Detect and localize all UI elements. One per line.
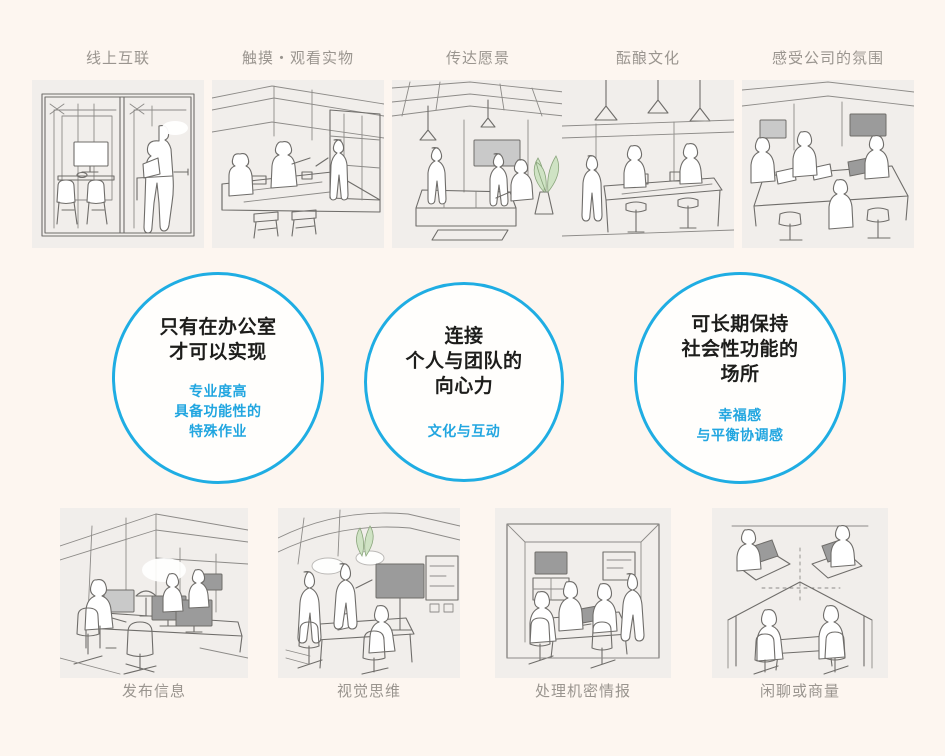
circle-2-heading-line-3: 向心力 bbox=[434, 375, 494, 397]
circle-1-sub-line-3: 特殊作业 bbox=[189, 423, 247, 439]
sketch-cafe-counter bbox=[562, 80, 734, 248]
caption-top-1: 线上互联 bbox=[85, 50, 150, 67]
sketch-meeting-room-confidential bbox=[495, 508, 671, 678]
circle-connection: 连接 个人与团队的 向心力 文化与互动 bbox=[364, 282, 564, 482]
caption-top-5: 感受公司的氛围 bbox=[771, 50, 884, 67]
circle-1-sub-line-1: 专业度高 bbox=[189, 383, 247, 399]
sketch-booth-chat bbox=[712, 508, 888, 678]
circle-2-sub-line-1: 文化与互动 bbox=[427, 422, 501, 439]
sketch-showroom-products bbox=[212, 80, 384, 248]
sketch-whiteboard-workshop bbox=[278, 508, 460, 678]
circle-3-heading-line-3: 场所 bbox=[720, 363, 760, 385]
sketch-open-office-collab bbox=[742, 80, 914, 248]
circle-1-subtext: 专业度高 具备功能性的 特殊作业 bbox=[175, 381, 262, 441]
caption-bottom-4: 闲聊或商量 bbox=[759, 683, 840, 700]
circle-2-subtext: 文化与互动 bbox=[428, 421, 501, 441]
circle-1-heading-line-2: 才可以实现 bbox=[169, 342, 267, 363]
caption-bottom-3: 处理机密情报 bbox=[534, 683, 631, 700]
circle-2-heading-line-2: 个人与团队的 bbox=[405, 350, 523, 372]
caption-top-3: 传达愿景 bbox=[445, 50, 510, 67]
circle-1-heading: 只有在办公室 才可以实现 bbox=[159, 315, 276, 365]
circle-1-sub-line-2: 具备功能性的 bbox=[174, 403, 262, 419]
caption-top-2: 触摸・观看实物 bbox=[241, 50, 354, 67]
caption-top-4: 酝酿文化 bbox=[615, 50, 680, 67]
circle-social-function: 可长期保持 社会性功能的 场所 幸福感 与平衡协调感 bbox=[634, 272, 846, 484]
sketch-video-booths bbox=[32, 80, 204, 248]
sketch-lounge-presentation bbox=[392, 80, 564, 248]
circle-2-heading: 连接 个人与团队的 向心力 bbox=[405, 324, 522, 399]
circle-3-heading-line-2: 社会性功能的 bbox=[681, 338, 799, 360]
circle-3-sub-line-1: 幸福感 bbox=[718, 406, 762, 423]
caption-bottom-2: 视觉思维 bbox=[336, 683, 401, 700]
circle-3-subtext: 幸福感 与平衡协调感 bbox=[697, 405, 784, 445]
circle-3-sub-line-2: 与平衡协调感 bbox=[696, 426, 784, 443]
circle-2-heading-line-1: 连接 bbox=[444, 325, 484, 347]
caption-bottom-1: 发布信息 bbox=[121, 683, 186, 700]
circle-office-only: 只有在办公室 才可以实现 专业度高 具备功能性的 特殊作业 bbox=[112, 272, 324, 484]
sketch-desk-monitors-row bbox=[60, 508, 248, 678]
circle-3-heading-line-1: 可长期保持 bbox=[691, 313, 789, 335]
circle-1-heading-line-1: 只有在办公室 bbox=[159, 317, 277, 338]
circle-3-heading: 可长期保持 社会性功能的 场所 bbox=[681, 312, 798, 387]
